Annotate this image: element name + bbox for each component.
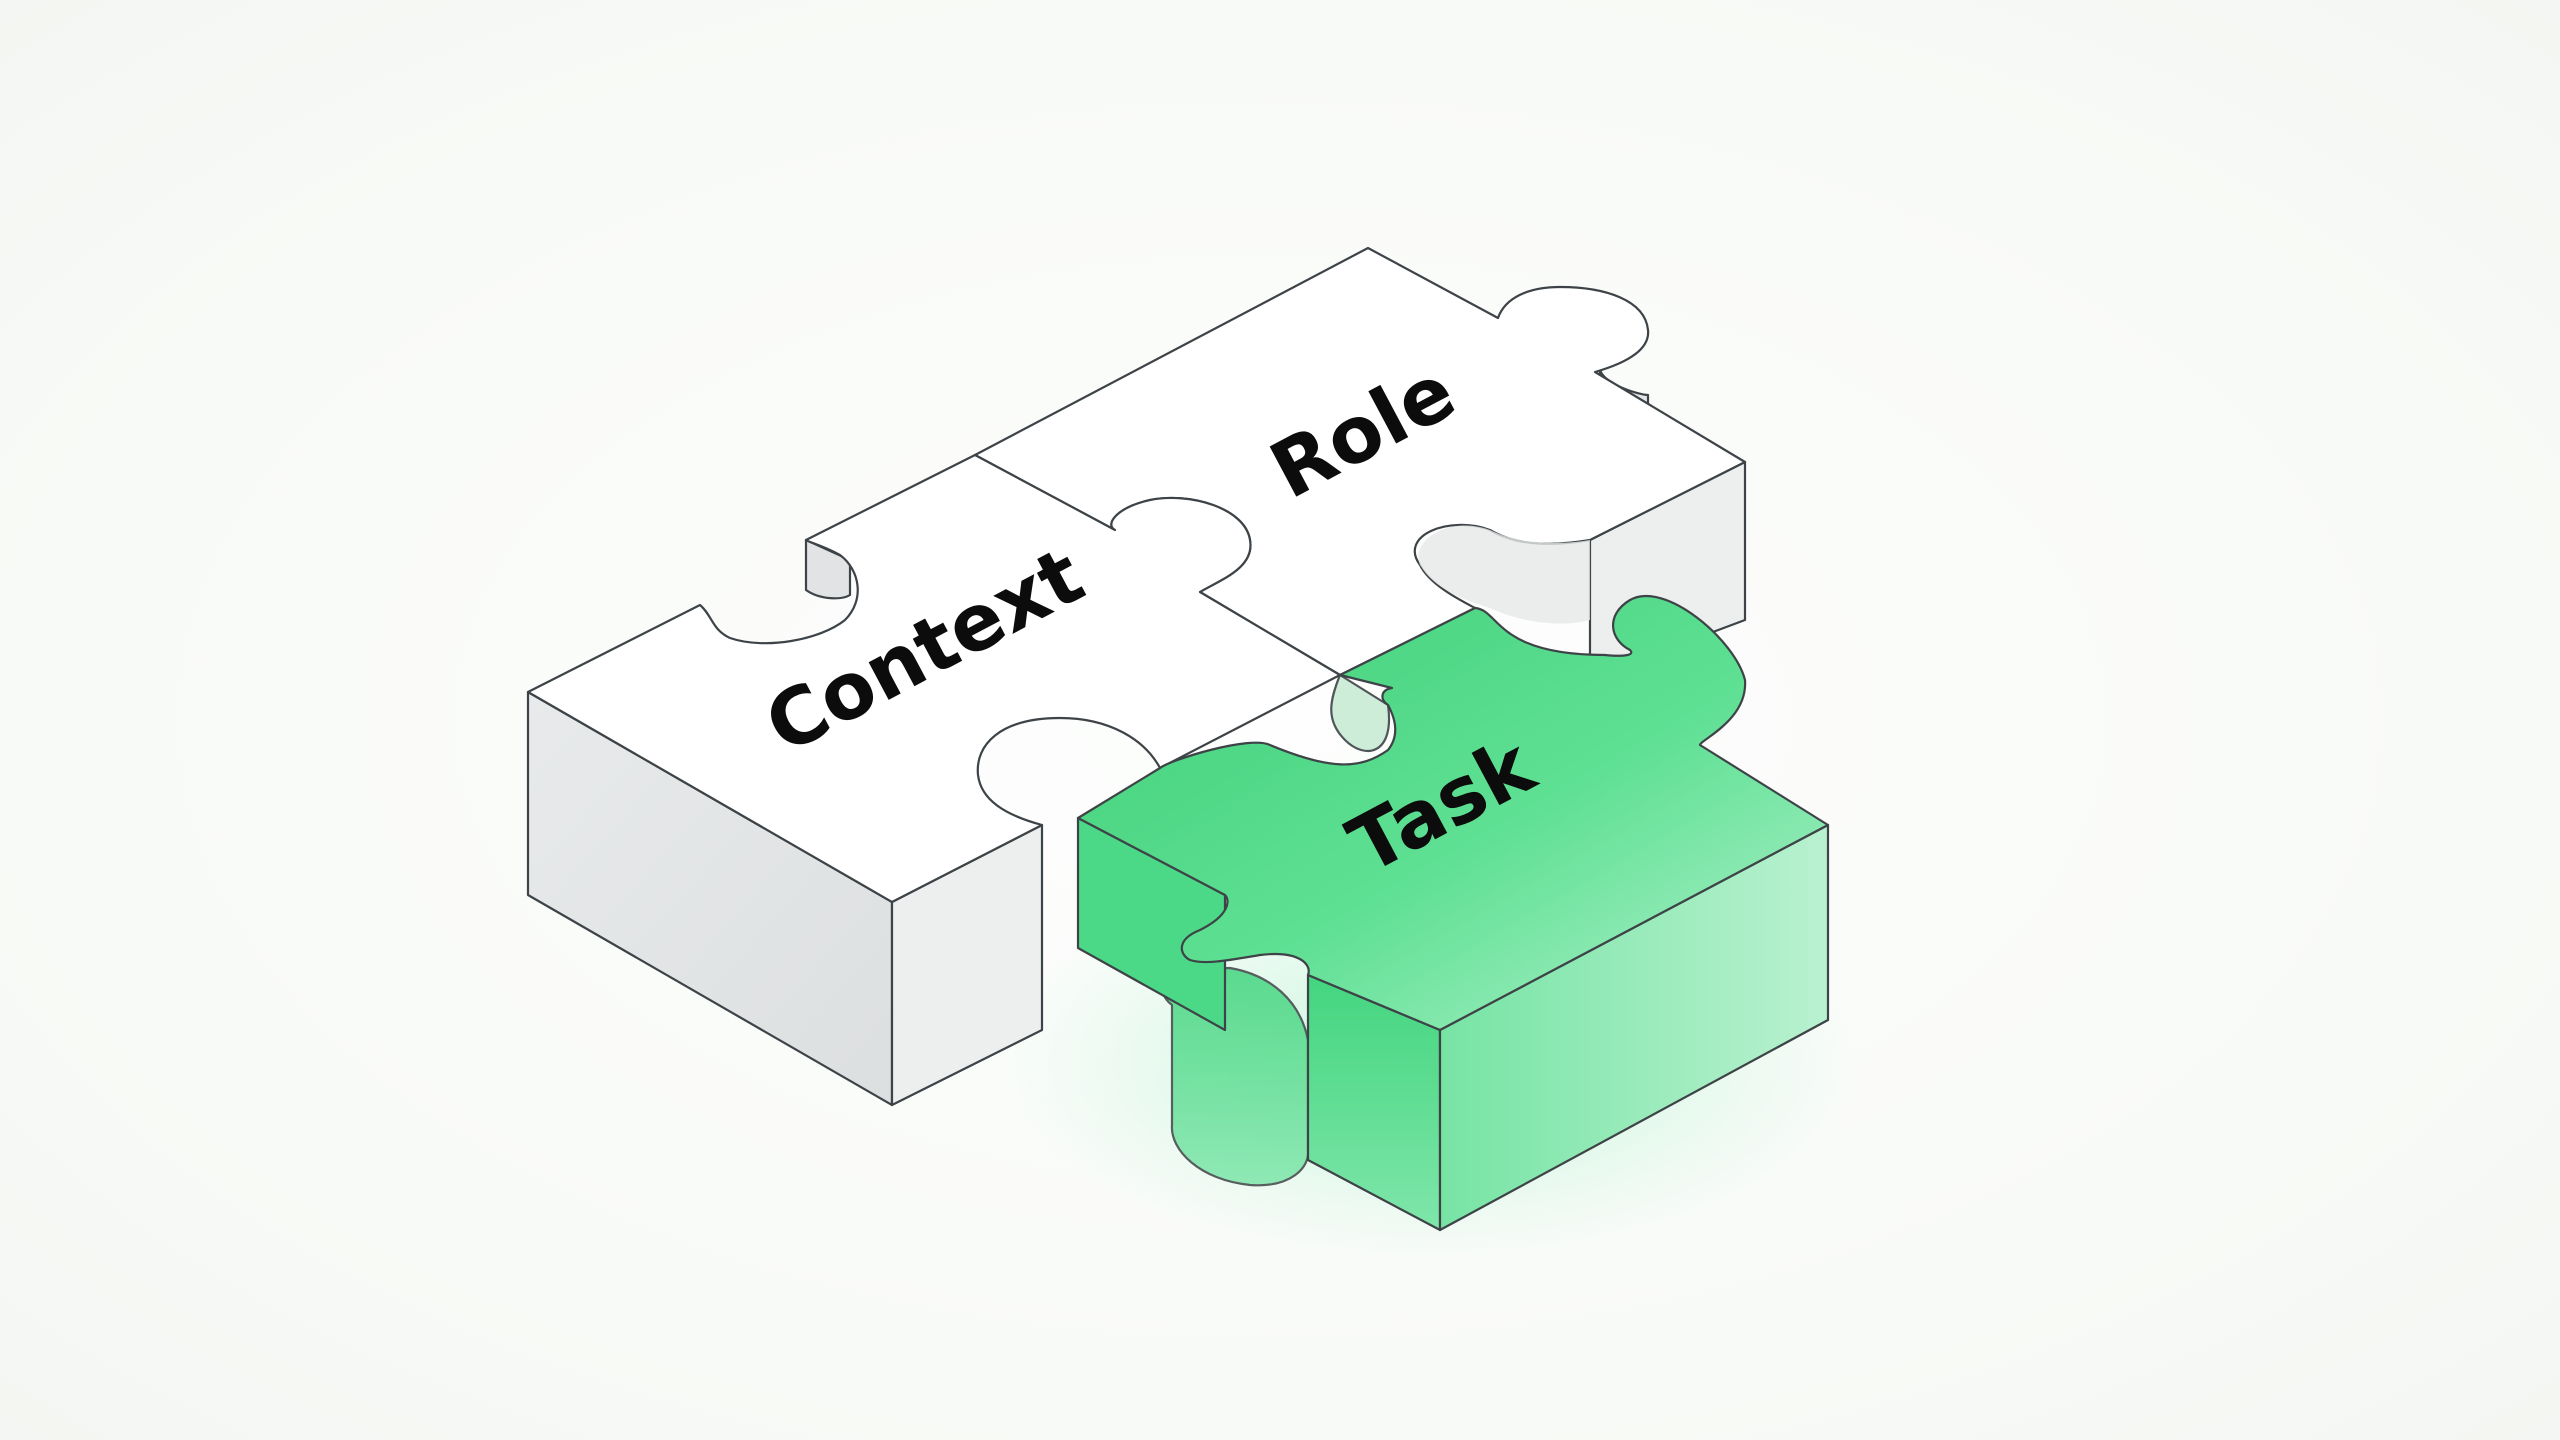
context-piece: Context: [526, 453, 1342, 1107]
task-piece: Task: [1076, 594, 1830, 1232]
